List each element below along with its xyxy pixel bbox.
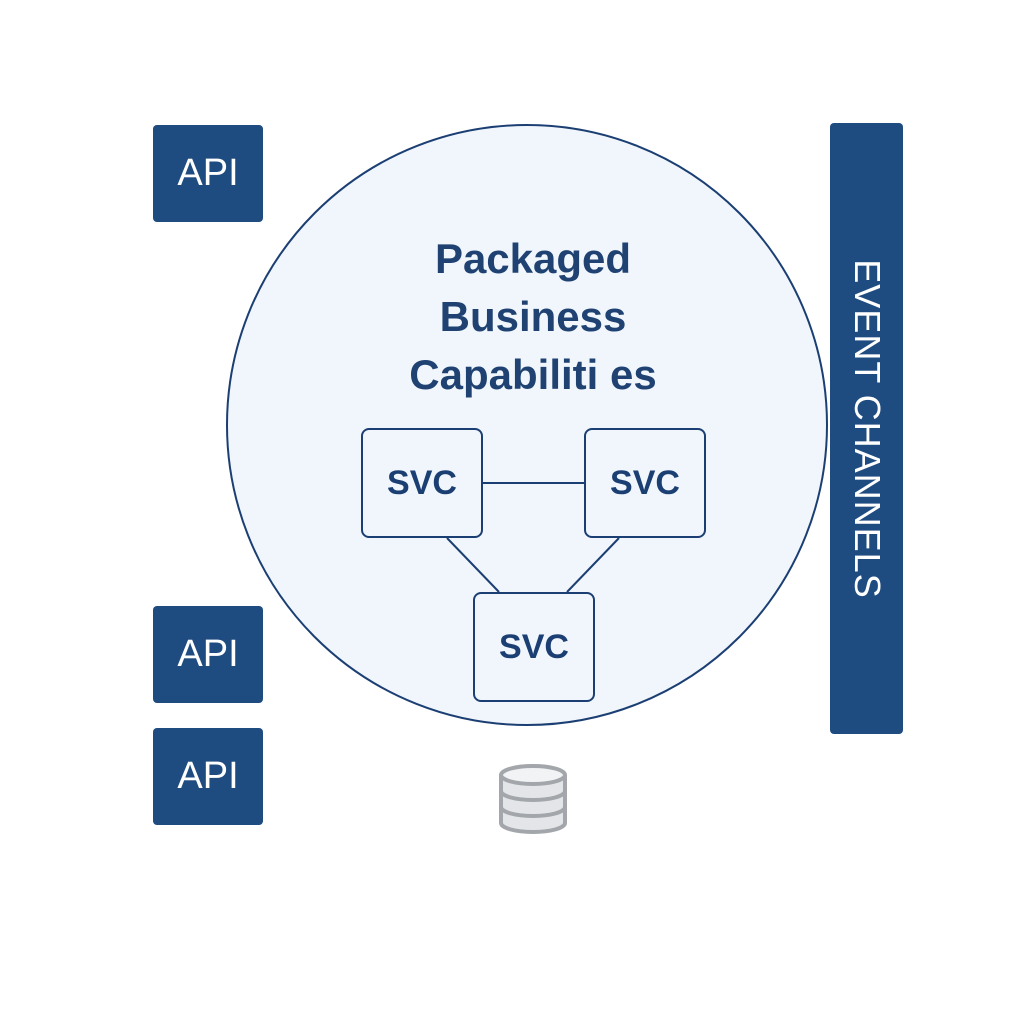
- pbc-title-line-2: Business: [439, 293, 627, 340]
- event-channels-bar: EVENT CHANNELS: [830, 123, 903, 734]
- pbc-title-line-1: Packaged: [434, 235, 632, 282]
- service-box-bottom: SVC: [473, 592, 595, 702]
- pbc-title: Packaged Business Capabiliti es: [327, 230, 739, 404]
- api-box-middle: API: [153, 606, 263, 703]
- pbc-title-line-3: Capabiliti es: [409, 351, 657, 398]
- api-box-bottom: API: [153, 728, 263, 825]
- service-box-left: SVC: [361, 428, 483, 538]
- service-box-right: SVC: [584, 428, 706, 538]
- api-box-top: API: [153, 125, 263, 222]
- database-icon: [499, 764, 567, 834]
- event-channels-label: EVENT CHANNELS: [846, 258, 888, 599]
